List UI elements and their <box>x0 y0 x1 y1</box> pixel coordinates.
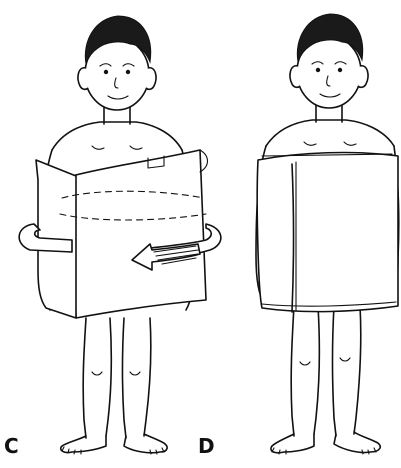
panel-label-c: C <box>4 436 19 456</box>
figure-c <box>19 16 221 454</box>
panel-label-d: D <box>198 436 215 456</box>
figure-d <box>256 14 399 454</box>
